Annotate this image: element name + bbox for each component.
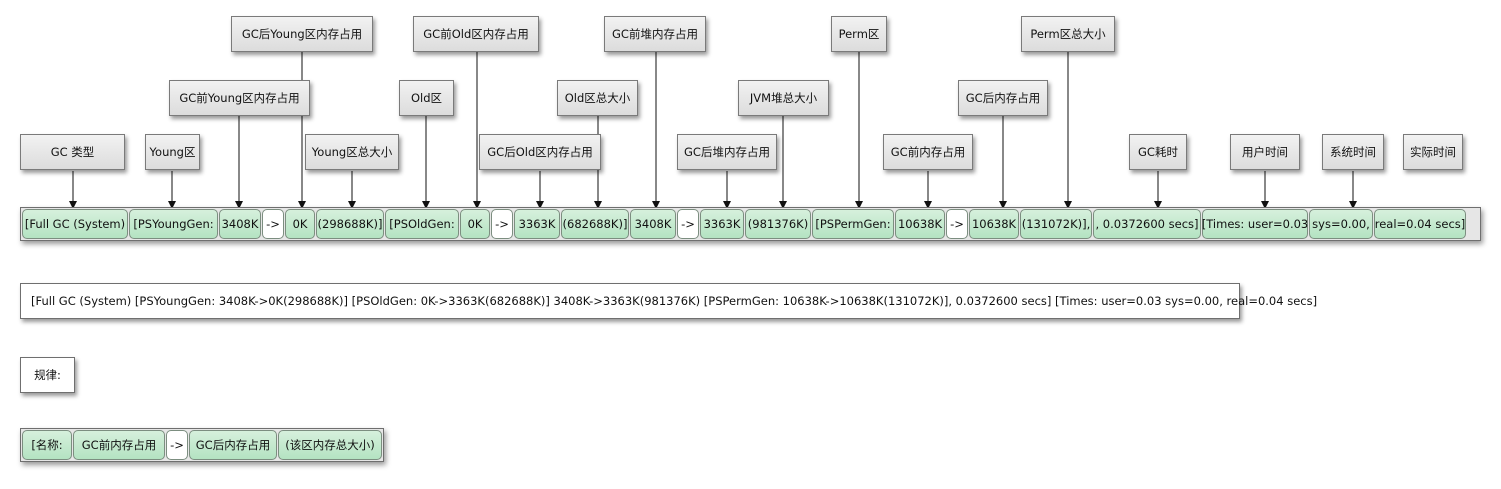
segment-arrow: ->: [262, 209, 284, 239]
gc-log-line: [Full GC (System) [PSYoungGen: 3408K->0K…: [20, 283, 1317, 319]
rule-segment-before: GC前内存占用: [73, 430, 165, 460]
label-real-time: 实际时间: [1403, 134, 1463, 170]
segment-heap-before: 3408K: [630, 209, 676, 239]
segment-psoldgen: [PSOldGen:: [385, 209, 459, 239]
label-gc-time: GC耗时: [1129, 134, 1187, 170]
label-old: Old区: [399, 80, 454, 116]
label-young-total: Young区总大小: [305, 134, 399, 170]
segment-perm-after: 10638K: [969, 209, 1019, 239]
label-perm: Perm区: [831, 16, 887, 52]
segment-psyounggen: [PSYoungGen:: [129, 209, 218, 239]
segment-real-time: real=0.04 secs]: [1374, 209, 1466, 239]
label-gc-heap-before: GC前堆内存占用: [604, 16, 706, 52]
segment-young-before: 3408K: [219, 209, 261, 239]
label-gc-type: GC 类型: [20, 134, 125, 170]
label-gc-old-before: GC前Old区内存占用: [413, 16, 539, 52]
rule-segment-after: GC后内存占用: [189, 430, 277, 460]
segment-arrow: ->: [677, 209, 699, 239]
segment-young-total: (298688K)]: [316, 209, 384, 239]
label-perm-after-top: GC后内存占用: [958, 80, 1048, 116]
label-gc-heap-after: GC后堆内存占用: [677, 134, 777, 170]
segment-perm-total: (131072K)],: [1020, 209, 1092, 239]
rule-segment-arrow: ->: [166, 430, 188, 460]
segment-arrow: ->: [491, 209, 513, 239]
segment-old-total: (682688K)]: [561, 209, 629, 239]
segment-full-gc: [Full GC (System): [22, 209, 128, 239]
segment-old-after: 3363K: [514, 209, 560, 239]
rule-pattern: [名称: GC前内存占用 -> GC后内存占用 (该区内存总大小): [20, 428, 384, 462]
rule-segment-name: [名称:: [22, 430, 72, 460]
segment-pspermgen: [PSPermGen:: [812, 209, 894, 239]
gc-log-segments: [Full GC (System) [PSYoungGen: 3408K -> …: [20, 207, 1481, 241]
rule-segment-total: (该区内存总大小): [278, 430, 382, 460]
label-young: Young区: [145, 134, 200, 170]
segment-perm-before: 10638K: [895, 209, 945, 239]
label-sys-time: 系统时间: [1322, 134, 1384, 170]
label-gc-young-after: GC后Young区内存占用: [231, 16, 373, 52]
label-gc-perm-before: GC前内存占用: [883, 134, 973, 170]
segment-old-before: 0K: [460, 209, 490, 239]
label-old-total: Old区总大小: [557, 80, 638, 116]
segment-arrow: ->: [946, 209, 968, 239]
segment-heap-after: 3363K: [700, 209, 744, 239]
label-jvm-heap-total: JVM堆总大小: [738, 80, 829, 116]
label-gc-old-after: GC后Old区内存占用: [479, 134, 601, 170]
label-gc-young-before: GC前Young区内存占用: [169, 80, 310, 116]
segment-gc-time: , 0.0372600 secs]: [1093, 209, 1201, 239]
segment-sys-time: sys=0.00,: [1309, 209, 1373, 239]
segment-young-after: 0K: [285, 209, 315, 239]
segment-user-time: [Times: user=0.03: [1202, 209, 1308, 239]
label-perm-total: Perm区总大小: [1021, 16, 1115, 52]
rule-label: 规律:: [20, 357, 75, 393]
label-user-time: 用户时间: [1230, 134, 1300, 170]
segment-heap-total: (981376K): [745, 209, 811, 239]
